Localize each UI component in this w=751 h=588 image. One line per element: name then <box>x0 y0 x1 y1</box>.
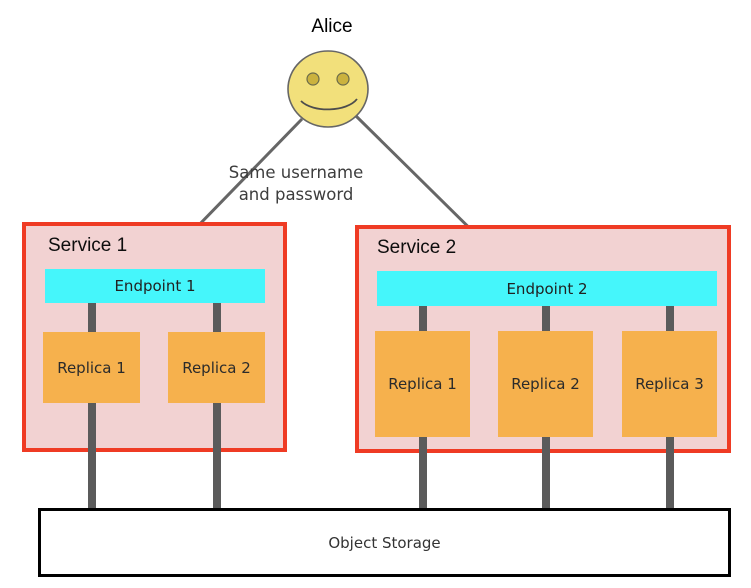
connector-s1-endpoint-replica2 <box>213 303 221 332</box>
note-line-1: Same username <box>228 163 364 182</box>
connector-s1-replica1-storage <box>88 403 96 509</box>
service-2-endpoint: Endpoint 2 <box>377 271 717 306</box>
actor-label: Alice <box>311 16 353 37</box>
connector-s2-endpoint-replica3 <box>666 306 674 331</box>
service-2-label: Service 2 <box>377 237 457 258</box>
connector-s1-endpoint-replica1 <box>88 303 96 332</box>
service-2-replica-3: Replica 3 <box>622 331 717 437</box>
connector-s1-replica2-storage <box>213 403 221 509</box>
service-2-box: Service 2 Endpoint 2 Replica 1 Replica 2… <box>355 225 731 453</box>
object-storage-box: Object Storage <box>38 508 731 577</box>
connector-s2-endpoint-replica2 <box>542 306 550 331</box>
service-1-endpoint: Endpoint 1 <box>45 269 265 303</box>
service-2-replica-2: Replica 2 <box>498 331 593 437</box>
note-line-2: and password <box>238 184 354 204</box>
service-1-box: Service 1 Endpoint 1 Replica 1 Replica 2 <box>22 222 287 452</box>
connector-s2-endpoint-replica1 <box>419 306 427 331</box>
right-eye <box>336 72 350 86</box>
connector-s2-replica3-storage <box>666 437 674 509</box>
object-storage-label: Object Storage <box>328 533 441 552</box>
smiley-face-icon <box>287 50 369 128</box>
smile <box>300 98 358 111</box>
left-eye <box>306 72 320 86</box>
service-1-label: Service 1 <box>48 235 128 256</box>
service-1-replica-1: Replica 1 <box>43 332 140 403</box>
connector-s2-replica2-storage <box>542 437 550 509</box>
service-2-replica-1: Replica 1 <box>375 331 470 437</box>
note-same-credentials: Same username and password <box>196 162 396 206</box>
connector-s2-replica1-storage <box>419 437 427 509</box>
service-1-replica-2: Replica 2 <box>168 332 265 403</box>
